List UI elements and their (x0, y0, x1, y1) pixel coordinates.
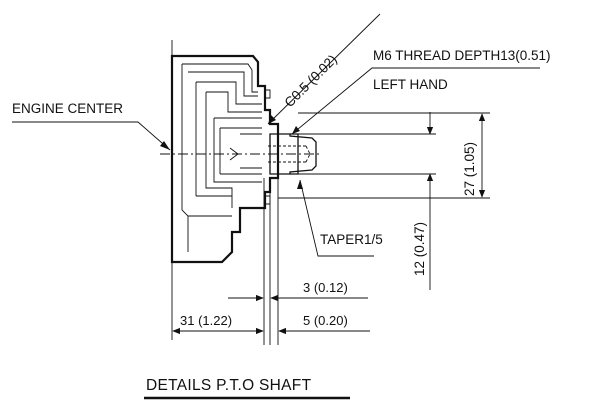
taper-label: TAPER1/5 (320, 232, 383, 247)
drawing-title: DETAILS P.T.O SHAFT (146, 377, 312, 394)
dim-27-label: 27 (1.05) (462, 142, 477, 196)
thread-label: M6 THREAD DEPTH13(0.51) (373, 48, 551, 63)
dim-31-label: 31 (1.22) (180, 313, 232, 328)
dim-3-label: 3 (0.12) (303, 280, 348, 295)
engine-center-label: ENGINE CENTER (12, 101, 123, 116)
pto-shaft (268, 133, 317, 175)
left-hand-label: LEFT HAND (373, 77, 448, 92)
extension-lines (171, 40, 490, 345)
dim-5-label: 5 (0.20) (303, 313, 348, 328)
dim-12-label: 12 (0.47) (412, 222, 427, 276)
leaders (12, 13, 540, 257)
